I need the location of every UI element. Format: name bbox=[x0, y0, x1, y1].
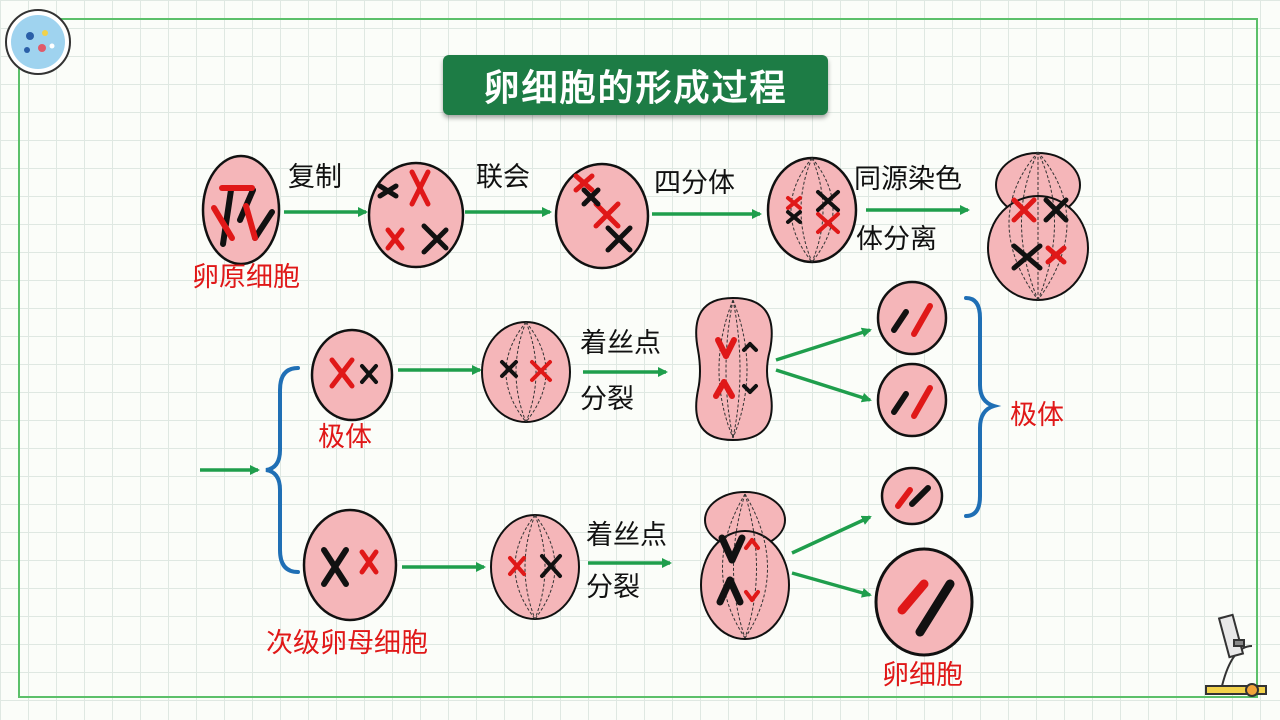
cell-anaphase-1 bbox=[988, 152, 1088, 300]
label-tetrad: 四分体 bbox=[654, 170, 735, 197]
label-egg-cell: 卵细胞 bbox=[882, 662, 963, 689]
label-centromere-bottom-2: 分裂 bbox=[586, 574, 640, 601]
microscope-icon bbox=[1206, 615, 1266, 696]
label-secondary-oocyte: 次级卵母细胞 bbox=[266, 630, 428, 657]
cell-replicated bbox=[369, 163, 463, 267]
arrow-split-top-1 bbox=[776, 330, 870, 360]
cell-egg bbox=[876, 549, 972, 655]
cell-secondary-oocyte bbox=[304, 510, 396, 620]
label-centromere-bottom-1: 着丝点 bbox=[586, 522, 667, 549]
cell-tetrad bbox=[768, 158, 856, 262]
arrow-split-top-2 bbox=[776, 370, 870, 400]
cell-polar-body-1 bbox=[312, 330, 392, 420]
label-homolog-separation-1: 同源染色 bbox=[854, 166, 962, 193]
label-homolog-separation-2: 体分离 bbox=[856, 226, 937, 253]
cell-synapsis bbox=[556, 164, 648, 268]
label-synapsis: 联会 bbox=[476, 164, 530, 191]
label-oogonium: 卵原细胞 bbox=[192, 264, 300, 291]
cell-logo-icon bbox=[6, 10, 70, 74]
left-brace bbox=[266, 368, 298, 572]
label-polar-bodies: 极体 bbox=[1010, 402, 1064, 429]
label-centromere-top-1: 着丝点 bbox=[580, 330, 661, 357]
arrow-split-bottom-1 bbox=[792, 517, 870, 553]
label-centromere-top-2: 分裂 bbox=[580, 386, 634, 413]
cell-polar-body-b bbox=[878, 364, 946, 436]
cell-polar-body-metaphase bbox=[482, 322, 570, 422]
cell-polar-body-c bbox=[882, 468, 942, 524]
cell-oogonium bbox=[203, 156, 279, 264]
right-brace bbox=[966, 298, 994, 516]
cell-polar-body-a bbox=[878, 282, 946, 354]
cell-secondary-metaphase bbox=[491, 515, 579, 619]
cell-secondary-anaphase bbox=[701, 492, 789, 639]
label-replication: 复制 bbox=[288, 164, 342, 191]
cell-polar-body-anaphase bbox=[696, 298, 772, 440]
label-polar-body-1: 极体 bbox=[318, 424, 372, 451]
arrow-split-bottom-2 bbox=[792, 573, 870, 595]
page-title: 卵细胞的形成过程 bbox=[443, 55, 828, 115]
